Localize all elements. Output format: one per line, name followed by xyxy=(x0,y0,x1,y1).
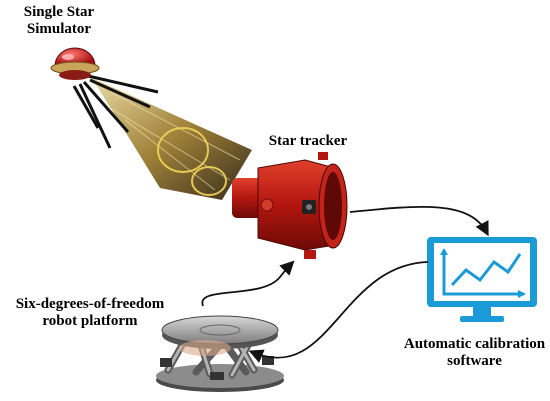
star-tracker-icon xyxy=(232,152,348,259)
software-label: Automatic calibration software xyxy=(402,336,547,370)
arrow-robot-to-tracker xyxy=(201,260,295,307)
monitor-chart-icon xyxy=(427,237,537,322)
arrow-software-to-robot xyxy=(248,261,429,363)
simulator-label-line2: Simulator xyxy=(26,21,92,37)
software-label-line1: Automatic calibration xyxy=(403,336,546,352)
hexapod-platform-icon xyxy=(156,315,284,392)
light-beam xyxy=(92,78,252,200)
robot-label: Six-degrees-of-freedom robot platform xyxy=(2,296,178,330)
tracker-label-text: Star tracker xyxy=(268,133,348,149)
tracker-label: Star tracker xyxy=(258,133,358,150)
satellite-lamp-icon xyxy=(50,47,159,149)
arrow-tracker-to-software xyxy=(349,205,489,237)
software-label-line2: software xyxy=(447,353,502,369)
robot-label-line2: robot platform xyxy=(42,313,138,329)
simulator-label: Single Star Simulator xyxy=(4,4,114,38)
simulator-label-line1: Single Star xyxy=(23,4,95,20)
robot-label-line1: Six-degrees-of-freedom xyxy=(15,296,165,312)
